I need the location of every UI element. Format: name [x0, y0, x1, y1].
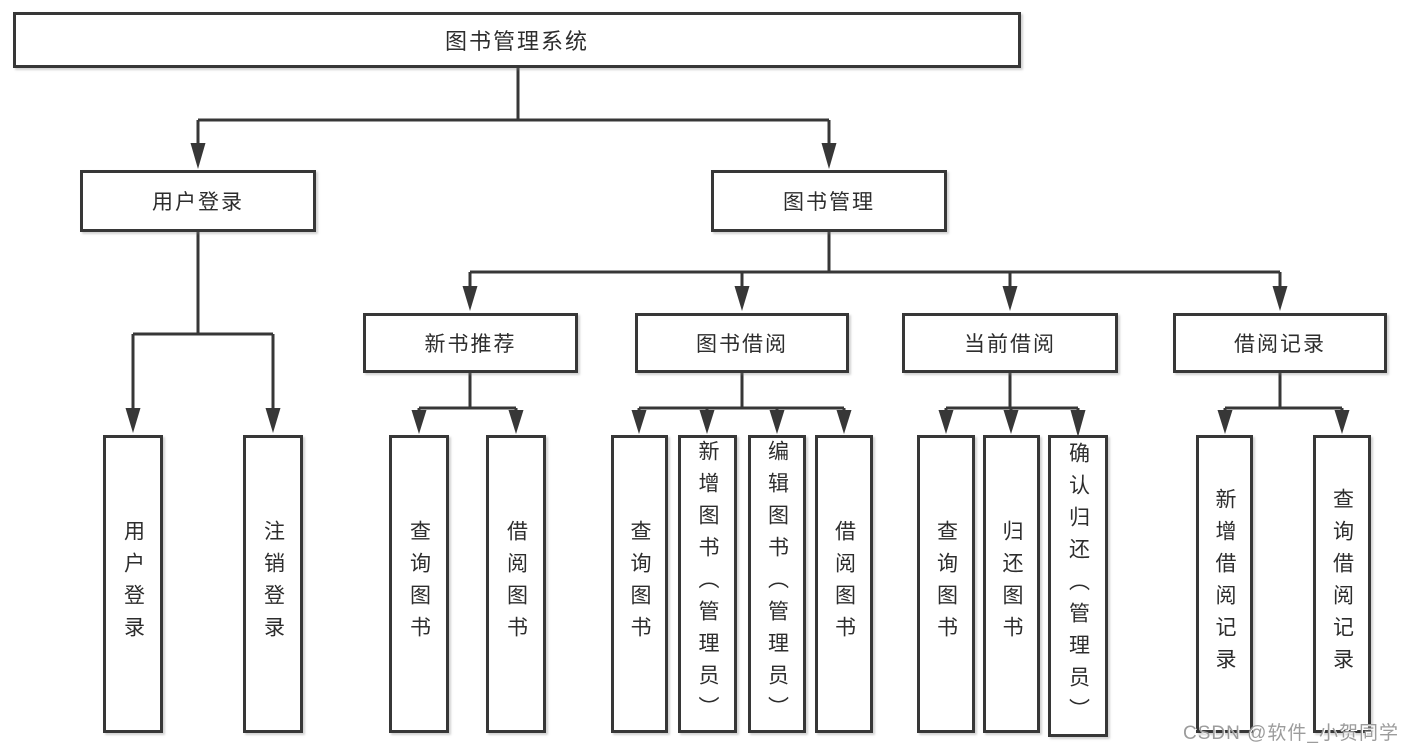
node-label: 注销登录: [261, 520, 285, 648]
node-label: 图书借阅: [696, 333, 788, 356]
node-new-book-recommend: 新书推荐: [363, 313, 578, 373]
leaf-user-login: 用户登录: [103, 435, 163, 733]
node-label: 查询借阅记录: [1330, 488, 1354, 680]
arrowhead-icon: [1003, 410, 1019, 434]
arrowhead-icon: [125, 408, 141, 433]
node-book-management: 图书管理: [711, 170, 947, 232]
node-label: 图书管理: [783, 191, 875, 214]
node-library-system: 图书管理系统: [13, 12, 1021, 68]
leaf-confirm-return-admin: 确认归还（管理员）: [1048, 435, 1108, 737]
arrowhead-icon: [1070, 410, 1086, 437]
node-label: 归还图书: [1000, 520, 1023, 648]
arrowhead-icon: [411, 410, 427, 434]
leaf-borrow-books: 借阅图书: [815, 435, 873, 733]
node-label: 新增图书（管理员）: [696, 440, 719, 728]
node-book-borrowing: 图书借阅: [635, 313, 849, 373]
node-label: 用户登录: [121, 520, 145, 648]
node-label: 用户登录: [152, 191, 244, 214]
arrowhead-icon: [1334, 410, 1350, 434]
leaf-edit-books-admin: 编辑图书（管理员）: [748, 435, 806, 733]
arrowhead-icon: [938, 410, 954, 434]
leaf-add-books-admin: 新增图书（管理员）: [678, 435, 737, 733]
arrowhead-icon: [462, 286, 478, 311]
arrowhead-icon: [734, 286, 750, 311]
connector-records-split: [1223, 373, 1344, 412]
node-user-login: 用户登录: [80, 170, 316, 232]
node-borrowing-records: 借阅记录: [1173, 313, 1387, 373]
node-label: 查询图书: [407, 520, 431, 648]
arrowhead-icon: [265, 408, 281, 433]
connector-current-split: [944, 373, 1080, 412]
node-label: 新书推荐: [424, 333, 517, 356]
node-label: 借阅图书: [832, 520, 856, 648]
leaf-query-borrow-record: 查询借阅记录: [1313, 435, 1371, 733]
arrowhead-icon: [508, 410, 524, 434]
connector-login-split: [131, 232, 275, 410]
connector-mgmt-split: [468, 232, 1282, 288]
arrowhead-icon: [769, 410, 785, 434]
connector-root-split: [196, 68, 831, 145]
arrowhead-icon: [699, 410, 715, 434]
node-label: 借阅记录: [1234, 333, 1326, 356]
leaf-query-books-current: 查询图书: [917, 435, 975, 733]
connector-borrowing-split: [637, 373, 846, 412]
leaf-query-books-recommend: 查询图书: [389, 435, 449, 733]
node-label: 借阅图书: [504, 520, 528, 648]
leaf-logout: 注销登录: [243, 435, 303, 733]
arrowhead-icon: [821, 143, 837, 169]
node-current-borrowing: 当前借阅: [902, 313, 1118, 373]
leaf-borrow-books-recommend: 借阅图书: [486, 435, 546, 733]
node-label: 当前借阅: [964, 333, 1056, 356]
node-label: 查询图书: [628, 520, 651, 648]
node-label: 确认归还（管理员）: [1066, 442, 1090, 730]
arrowhead-icon: [1002, 286, 1018, 311]
node-label: 新增借阅记录: [1213, 488, 1236, 680]
csdn-watermark: CSDN @软件_小贺同学: [1183, 723, 1399, 744]
arrowhead-icon: [631, 410, 647, 434]
leaf-query-books-borrowing: 查询图书: [611, 435, 668, 733]
leaf-add-borrow-record: 新增借阅记录: [1196, 435, 1253, 733]
arrowhead-icon: [190, 143, 206, 169]
connector-recommend-split: [417, 373, 518, 412]
arrowhead-icon: [1272, 286, 1288, 311]
arrowhead-icon: [1217, 410, 1233, 434]
node-label: 查询图书: [934, 520, 958, 648]
arrowhead-icon: [836, 410, 852, 434]
leaf-return-books: 归还图书: [983, 435, 1040, 733]
node-label: 编辑图书（管理员）: [765, 440, 789, 728]
node-label: 图书管理系统: [444, 29, 589, 54]
